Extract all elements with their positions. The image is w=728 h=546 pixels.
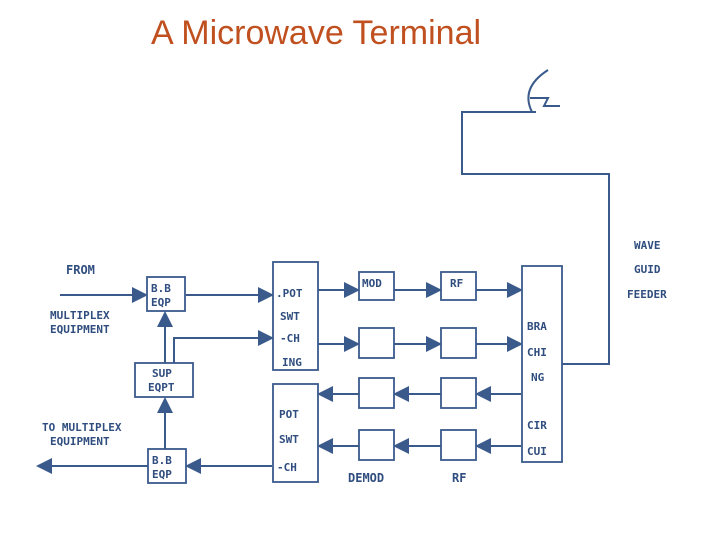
sup-eqpt-box [134, 362, 194, 398]
slide-title: A Microwave Terminal [151, 14, 482, 52]
row2-rf-box [440, 327, 477, 359]
pot-bottom-label-1: POT [279, 408, 299, 421]
sup-eqpt-label-1: SUP [152, 367, 172, 380]
rf-top-box [440, 271, 477, 301]
to-multiplex-label: TO MULTIPLEX [42, 421, 122, 434]
bb-eqp-top-label-2: EQP [151, 296, 171, 309]
pot-bottom-label-2: SWT [279, 433, 299, 446]
pot-top-label-3: -CH [280, 332, 300, 345]
branching-label-5: CUI [527, 445, 547, 458]
feeder-label-1: WAVE [634, 239, 661, 252]
bb-eqp-top-label-1: B.B [151, 282, 171, 295]
branching-label-1: BRA [527, 320, 547, 333]
sup-to-pot-arrow [173, 330, 274, 363]
demod-label: DEMOD [348, 471, 384, 485]
rf-bottom-box [440, 429, 477, 461]
feeder-label-2: GUID [634, 263, 661, 276]
feeder-label-3: FEEDER [627, 288, 667, 301]
branching-circuit-box [521, 265, 563, 463]
pot-switching-top-box [272, 261, 319, 371]
branching-label-3: NG [531, 371, 545, 384]
row3-rf-box [440, 377, 477, 409]
rf-bottom-label: RF [452, 471, 466, 485]
multiplex-label: MULTIPLEX [50, 309, 110, 322]
rf-top-label: RF [450, 277, 463, 290]
bb-eqp-bottom-box [147, 448, 187, 484]
equipment-out-label: EQUIPMENT [50, 435, 110, 448]
from-label: FROM [66, 263, 95, 277]
row3-demod-box [358, 377, 395, 409]
branching-label-2: CHI [527, 346, 547, 359]
bb-eqp-bottom-label-1: B.B [152, 454, 172, 467]
sup-eqpt-label-2: EQPT [148, 381, 175, 394]
antenna-dish [461, 69, 610, 365]
row2-mod-box [358, 327, 395, 359]
equipment-in-label: EQUIPMENT [50, 323, 110, 336]
mod-box [358, 271, 395, 301]
pot-top-label-4: ING [282, 356, 302, 369]
branching-label-4: CIR [527, 419, 547, 432]
pot-switching-bottom-box [272, 383, 319, 483]
pot-top-label-1: .POT [276, 287, 303, 300]
demod-box [358, 429, 395, 461]
bb-eqp-bottom-label-2: EQP [152, 468, 172, 481]
pot-top-label-2: SWT [280, 310, 300, 323]
mod-label: MOD [362, 277, 382, 290]
pot-bottom-label-3: -CH [277, 461, 297, 474]
